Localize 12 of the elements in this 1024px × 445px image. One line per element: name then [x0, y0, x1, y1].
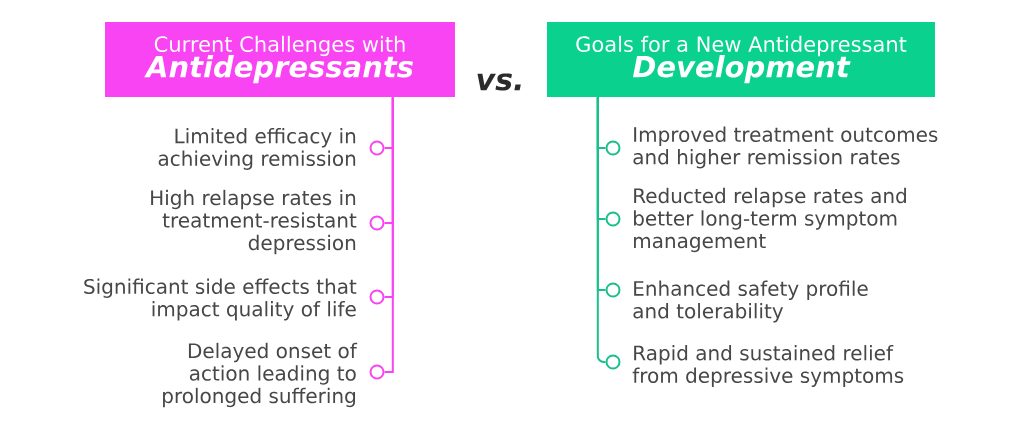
- item-text: Delayed onset of action leading to prolonged suffering: [163, 342, 358, 408]
- item-text: Rapid and sustained relief from depressive symptoms: [632, 345, 904, 387]
- item-text: High relapse rates in treatment-resistant depression: [151, 189, 357, 255]
- item-text: Significant side effects that impact quality of life: [84, 278, 357, 321]
- item-text: Reducted relapse rates and better long-term symptom management: [634, 187, 906, 253]
- item-text: Limited efficacy in achieving remission: [158, 128, 356, 170]
- item-text: Improved treatment outcomes and higher remission rates: [633, 126, 938, 169]
- header-box: Current Challenges with Antidepressants: [105, 22, 455, 97]
- connector-line: [383, 96, 394, 373]
- item-text: Enhanced safety profile and tolerability: [633, 280, 868, 323]
- header-box: Goals for a New Antidepressant Development: [547, 22, 935, 97]
- vs-label: vs.: [477, 73, 521, 91]
